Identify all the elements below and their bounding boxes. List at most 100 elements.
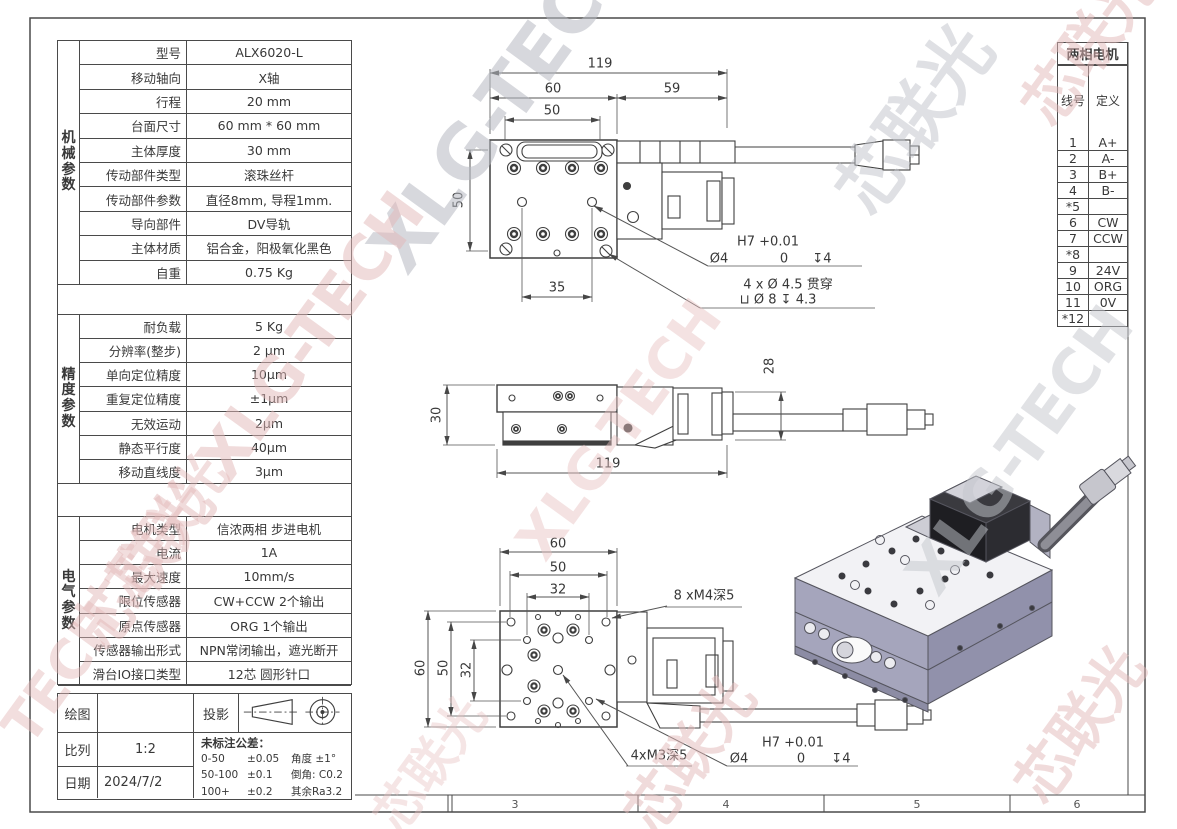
wire-definition: ORG: [1093, 279, 1123, 294]
wire-definition: B-: [1101, 183, 1115, 198]
spec-row: 分辨率(整步)2 μm: [80, 338, 351, 363]
spec-param-value: 5 Kg: [254, 319, 284, 335]
spec-param-value: 铝合金，阳极氧化黑色: [206, 241, 332, 257]
wire-number: 7: [1058, 231, 1089, 246]
side-view: [496, 384, 934, 449]
spec-param-value: 60 mm * 60 mm: [217, 118, 321, 134]
dimension-label: 50: [436, 657, 452, 679]
spec-param-label: 台面尺寸: [80, 114, 187, 138]
dimension-label: 8 xM4深5: [671, 588, 737, 604]
tolerance-cell: ±0.2: [247, 785, 273, 798]
tolerance-cell: 100+: [201, 785, 230, 798]
dimension-label: 60: [542, 81, 564, 97]
dimension-label: ⊔ Ø 8 ↧ 4.3: [737, 292, 819, 308]
spec-param-label: 传动部件类型: [80, 163, 187, 187]
spec-param-value: 1A: [260, 545, 278, 561]
dimension-label: 50: [451, 189, 467, 211]
tolerance-cell: 0-50: [201, 753, 225, 765]
zone-number: 3: [511, 798, 519, 811]
spec-param-label: 静态平行度: [80, 435, 187, 459]
tolerance-cell: ±0.1: [247, 769, 273, 782]
wire-definition: CCW: [1093, 231, 1123, 246]
dimension-label: 50: [541, 103, 563, 119]
dimension-label: 35: [546, 280, 568, 296]
spec-param-value: ±1μm: [249, 391, 289, 407]
zone-number: 5: [913, 798, 921, 811]
dimension-label: 59: [661, 81, 683, 97]
scale-value: 1:2: [98, 733, 194, 767]
spec-param-value: 10μm: [250, 367, 288, 383]
bottom-view-dims: [424, 548, 858, 767]
bottom-view: [499, 609, 932, 731]
spec-param-value: 2μm: [254, 415, 284, 431]
dimension-label: 60: [413, 657, 429, 679]
spec-row: 主体材质 铝合金，阳极氧化黑色: [80, 235, 351, 260]
spec-group-label: 机 械 参 数: [58, 41, 80, 284]
spec-row: 单向定位精度 10μm: [80, 362, 351, 387]
spec-group-label: 电 气 参 数: [58, 517, 80, 685]
wire-number: 4: [1058, 183, 1089, 198]
wire-number: *5: [1058, 199, 1089, 214]
projection-symbol: [239, 694, 351, 733]
spec-param-label: 重复定位精度: [80, 387, 187, 411]
spec-row: 传动部件参数直径8mm, 导程1mm.: [80, 186, 351, 211]
dimension-label: 119: [585, 56, 615, 72]
date-label: 日期: [58, 767, 98, 798]
wire-row: *12: [1058, 310, 1127, 326]
spec-param-value: 12芯 圆形针口: [227, 666, 311, 682]
wire-number: 3: [1058, 167, 1089, 182]
tolerance-cell: 倒角: C0.2: [291, 769, 343, 782]
draw-label: 绘图: [58, 694, 98, 733]
side-view-dims: [443, 384, 786, 478]
spec-param-value: 信浓两相 步进电机: [217, 522, 321, 538]
scale-label: 比列: [58, 733, 98, 767]
tolerance-cell: ±0.05: [247, 753, 280, 765]
spec-param-value: ALX6020-L: [235, 45, 303, 61]
wire-definition: [1089, 311, 1127, 326]
spec-param-label: 自重: [80, 260, 187, 285]
dimension-label: Ø4: [707, 251, 731, 267]
spec-param-value: 3μm: [254, 463, 284, 479]
spec-param-value: 直径8mm, 导程1mm.: [205, 192, 333, 208]
wire-table-title: 两相电机: [1058, 43, 1127, 65]
dimension-label: 30: [429, 404, 445, 426]
zone-number: 4: [722, 798, 730, 811]
wire-row: *8: [1058, 246, 1127, 262]
date-value: 2024/7/2: [98, 767, 194, 798]
wire-definition: A+: [1098, 135, 1118, 150]
spec-param-value: 2 μm: [252, 343, 286, 359]
zone-number: 6: [1073, 798, 1081, 811]
spec-param-label: 主体厚度: [80, 138, 187, 163]
dimension-label: 28: [762, 355, 778, 377]
spec-row: 重复定位精度 ±1μm: [80, 386, 351, 411]
spec-param-label: 单向定位精度: [80, 363, 187, 387]
spec-param-label: 移动直线度: [80, 459, 187, 483]
draw-value: [98, 694, 194, 733]
spec-param-label: 主体材质: [80, 236, 187, 260]
projection-label: 投影: [194, 694, 239, 733]
spec-param-label: 导向部件: [80, 211, 187, 236]
dimension-label: 32: [547, 582, 569, 598]
dimension-label: 32: [459, 659, 475, 681]
tolerance-title: 未标注公差：: [201, 736, 270, 750]
